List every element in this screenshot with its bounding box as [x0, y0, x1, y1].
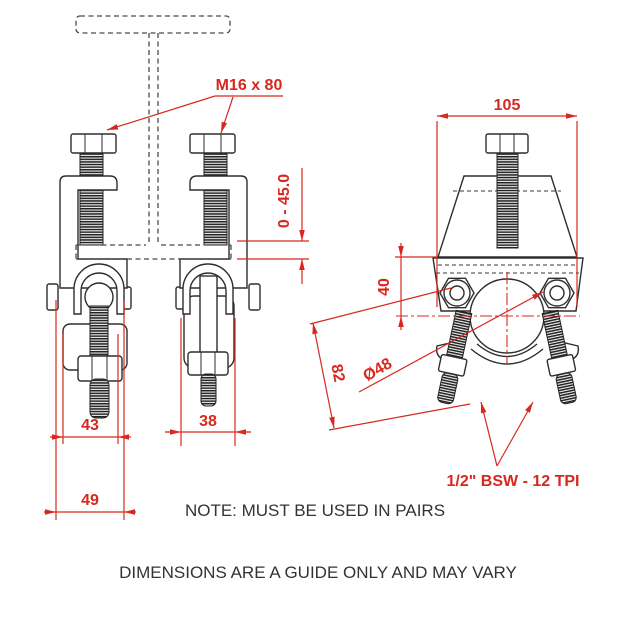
- dim-overall-width: 105: [436, 97, 578, 307]
- left-clevis-pin-tab: [46, 283, 59, 311]
- right-clevis-pin-tab: [248, 283, 261, 311]
- right-hex-nut: [187, 351, 229, 376]
- dim-centre-height: 40: [376, 243, 437, 330]
- dim-adjustment-range: 0 - 45.0: [237, 168, 309, 284]
- left-bolt-thread: [79, 152, 104, 246]
- dim-bolt-spec: M16 x 80: [106, 77, 283, 134]
- right-clevis: [182, 263, 234, 315]
- right-bolt-thread: [203, 152, 228, 246]
- dim-stud-thread: 1/2" BSW - 12 TPI: [447, 401, 580, 490]
- left-hex-nut: [77, 355, 123, 382]
- front-view: [46, 15, 261, 419]
- side-bolt-thread: [496, 152, 519, 249]
- left-clamp-body: [59, 175, 128, 289]
- dim-diagonal-span: 82: [309, 287, 471, 431]
- left-eye-hole-inner: [449, 285, 465, 301]
- stud-thread-label: 1/2" BSW - 12 TPI: [447, 473, 580, 490]
- side-bolt-head: [485, 133, 529, 154]
- right-eye-hole-inner: [549, 285, 565, 301]
- left-threaded-rod: [89, 305, 109, 359]
- left-bolt-head: [70, 133, 117, 154]
- right-plain-rod: [199, 275, 218, 355]
- side-left-stud: [437, 309, 473, 405]
- ibeam-dashed-outline: [75, 15, 232, 260]
- right-hanger-stud: [200, 373, 217, 407]
- right-beam-clamp: [179, 133, 248, 407]
- base-width-label: 49: [81, 492, 99, 509]
- bolt-spec-label: M16 x 80: [216, 77, 283, 94]
- disclaimer-note: DIMENSIONS ARE A GUIDE ONLY AND MAY VARY: [119, 563, 517, 582]
- left-hanger-stud: [89, 378, 110, 419]
- centre-height-label: 40: [376, 278, 393, 296]
- dim-hanger-width: 38: [165, 318, 251, 446]
- adjustment-range-label: 0 - 45.0: [276, 174, 293, 228]
- overall-width-label: 105: [494, 97, 521, 114]
- tube-diameter-label: Ø48: [360, 355, 395, 385]
- diagonal-span-label: 82: [327, 363, 347, 384]
- right-clamp-body: [179, 175, 248, 289]
- pairs-note: NOTE: MUST BE USED IN PAIRS: [185, 501, 445, 520]
- left-beam-clamp: [59, 133, 128, 419]
- hanger-width-label: 38: [199, 413, 217, 430]
- dim-base-width: 49: [44, 300, 136, 520]
- right-bolt-head: [189, 133, 236, 154]
- side-right-stud: [541, 309, 577, 405]
- side-view: [396, 133, 584, 405]
- coupler-width-label: 43: [81, 417, 99, 434]
